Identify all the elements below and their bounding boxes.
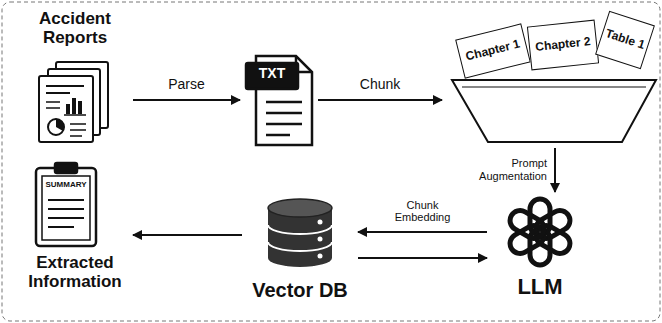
summary-node: SUMMARY Extracted Information (20, 160, 130, 310)
chunk-paper: Chapter 1 (455, 23, 531, 78)
document-node: Accident Reports (20, 10, 130, 145)
chunk-paper: Table 1 (595, 11, 655, 70)
node-label: LLM (490, 275, 590, 299)
edge-label: Prompt Augmentation (467, 157, 549, 182)
arrow-connector (133, 234, 242, 236)
chunk-node: Chapter 1Chapter 2Table 1 (445, 5, 658, 145)
node-heading: Accident Reports (20, 10, 130, 47)
clipboard-icon (36, 163, 96, 246)
arrow-connector (554, 148, 556, 192)
file-node: TXT (243, 52, 315, 148)
llm-node: LLM (490, 195, 590, 305)
clipboard-title: SUMMARY (42, 181, 90, 190)
txt-file-icon (246, 56, 312, 145)
arrow-connector (318, 99, 442, 101)
documents-icon (39, 62, 108, 142)
node-heading: Extracted Information (20, 254, 130, 291)
edge-label: Chunk (358, 76, 402, 92)
file-tag: TXT (246, 66, 298, 81)
database-icon (268, 199, 332, 267)
database-node: Vector DB (245, 195, 355, 305)
arrow-connector (133, 99, 240, 101)
arrow-connector (358, 231, 487, 233)
chunk-paper: Chapter 2 (527, 20, 599, 71)
arrow-connector (358, 257, 487, 259)
llm-logo (506, 199, 573, 265)
chunk-bowl (452, 80, 656, 142)
edge-label: Parse (166, 76, 207, 92)
node-label: Vector DB (245, 279, 355, 301)
edge-label: Chunk Embedding (381, 199, 465, 224)
